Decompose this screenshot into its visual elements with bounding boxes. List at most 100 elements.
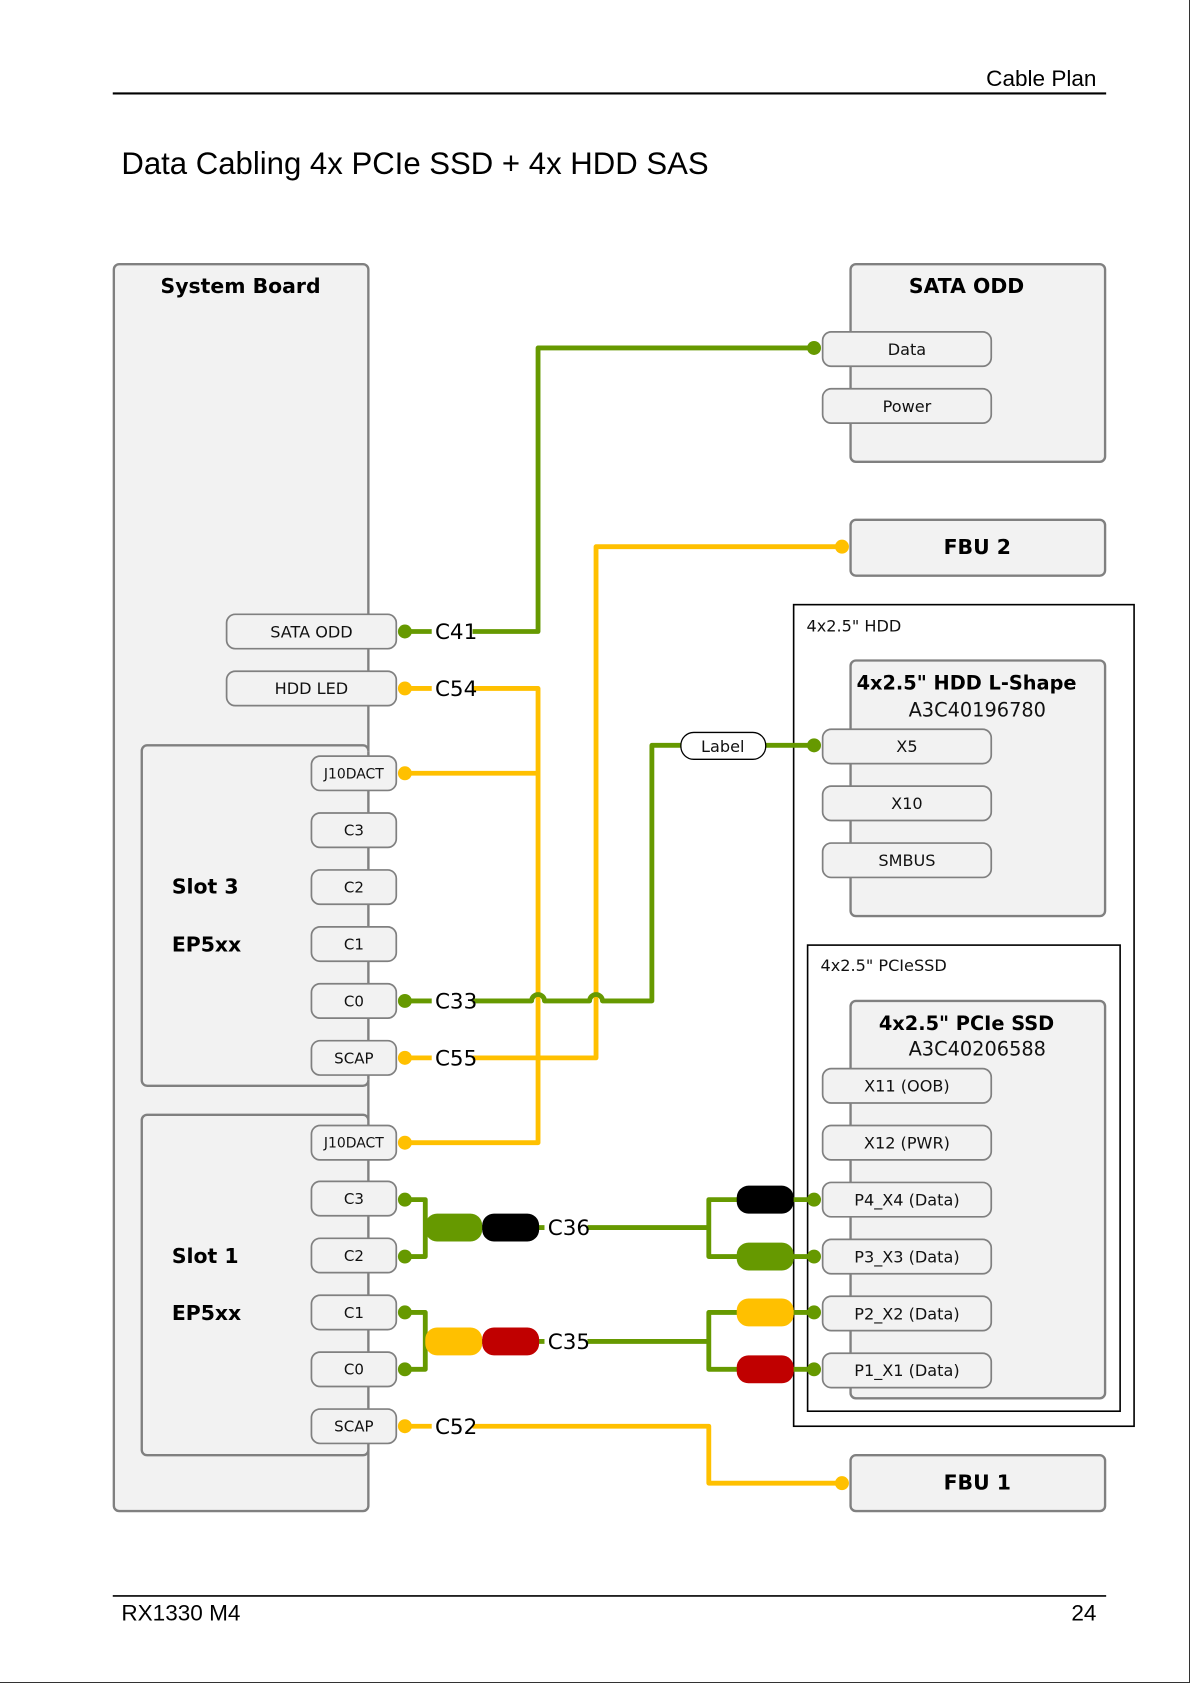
hdd-port-x5-pill xyxy=(821,728,993,765)
slot3-port-c0[interactable]: C0 xyxy=(310,982,398,1019)
slot1-port-scap[interactable]: SCAP xyxy=(310,1408,398,1445)
slot1-port-scap-pill xyxy=(310,1408,398,1445)
slot3-name: Slot 3 xyxy=(172,875,239,899)
ssd-port-5-label: P1_X1 (Data) xyxy=(854,1361,959,1381)
ssd-port-4-pill xyxy=(821,1295,993,1332)
cable-label-c41: C41 xyxy=(435,620,477,645)
slot1-port-c0-pill xyxy=(310,1351,398,1388)
wire-tag-label: Label xyxy=(680,731,767,760)
ssd-port-1[interactable]: X12 (PWR) xyxy=(821,1124,993,1161)
slot1-port-c0[interactable]: C0 xyxy=(310,1351,398,1388)
slot3-port-c3-pill xyxy=(310,812,398,849)
sata-odd-port-power-pill xyxy=(821,387,993,425)
ssd-port-1-pill xyxy=(821,1124,993,1161)
ssd-port-3-pill xyxy=(821,1238,993,1275)
cable-c41 xyxy=(404,345,815,634)
slot1-port-j10dact[interactable]: J10DACT xyxy=(310,1124,398,1161)
port-hdd-led-label: HDD LED xyxy=(275,679,349,698)
hdd-port-x10-pill xyxy=(821,785,993,822)
sata-odd-port-data-label: Data xyxy=(888,340,926,359)
c36-dot-p4 xyxy=(807,1192,822,1207)
c36-dot-p3 xyxy=(807,1249,822,1264)
ssd-port-3[interactable]: P3_X3 (Data) xyxy=(821,1238,993,1275)
c35-dot-p2 xyxy=(807,1305,822,1320)
hdd-port-x10[interactable]: X10 xyxy=(821,785,993,822)
slot3-port-c3[interactable]: C3 xyxy=(310,812,398,849)
header-section: Cable Plan xyxy=(986,66,1096,91)
hdd-frame-label: 4x2.5" HDD xyxy=(807,616,902,635)
c35-dot-p1 xyxy=(807,1362,822,1377)
slot3-port-j10dact-pill xyxy=(310,755,398,792)
slot1-port-c3[interactable]: C3 xyxy=(310,1180,398,1217)
ssd-port-1-label: X12 (PWR) xyxy=(864,1134,950,1153)
slot1-port-c1-pill xyxy=(310,1294,398,1331)
ssd-port-0[interactable]: X11 (OOB) xyxy=(821,1067,993,1104)
hdd-part-number: A3C40196780 xyxy=(909,698,1046,721)
port-sata-odd[interactable]: SATA ODD xyxy=(225,613,398,650)
c35-dot-c1 xyxy=(397,1305,412,1320)
cable-label-c36: C36 xyxy=(548,1216,590,1241)
c55-end-dot xyxy=(834,539,849,554)
slot1-port-c3-pill xyxy=(310,1180,398,1217)
hdd-port-smbus-pill xyxy=(821,842,993,879)
sata-odd-title: SATA ODD xyxy=(909,274,1024,298)
c35-sleeve-p2-yellow xyxy=(736,1298,794,1327)
sata-odd-port-data[interactable]: Data xyxy=(821,331,993,368)
slot1-port-scap-label: SCAP xyxy=(334,1418,373,1436)
hdd-port-smbus[interactable]: SMBUS xyxy=(821,842,993,879)
slot3-box xyxy=(140,744,370,1087)
c36-sleeve-p3-green xyxy=(736,1242,794,1271)
c41-start-dot xyxy=(397,624,412,639)
port-hdd-led[interactable]: HDD LED xyxy=(225,670,398,707)
page-title: Data Cabling 4x PCIe SSD + 4x HDD SAS xyxy=(121,146,708,181)
cable-c33 xyxy=(404,742,682,1004)
ssd-title: 4x2.5" PCIe SSD xyxy=(879,1012,1054,1035)
fbu2-title: FBU 2 xyxy=(944,535,1011,559)
slot3-port-c2-pill xyxy=(310,869,398,906)
slot3-port-scap-pill xyxy=(310,1039,398,1076)
slot1-port-c0-label: C0 xyxy=(344,1361,364,1379)
slot3-port-scap-label: SCAP xyxy=(334,1049,373,1067)
sata-odd-port-power[interactable]: Power xyxy=(821,387,993,425)
slot1-port-c2-label: C2 xyxy=(344,1247,364,1265)
c35-dot-c0 xyxy=(397,1362,412,1377)
cable-c54 xyxy=(404,686,541,1146)
cable-label-c54: C54 xyxy=(435,677,477,702)
ssd-port-2[interactable]: P4_X4 (Data) xyxy=(821,1181,993,1218)
c36-sleeve-green xyxy=(425,1213,483,1242)
svg-text:Label: Label xyxy=(701,737,744,756)
c33-end-dot xyxy=(807,738,822,753)
cable-label-c35: C35 xyxy=(548,1330,590,1355)
c54-dot-hddled xyxy=(397,681,412,696)
ssd-port-4[interactable]: P2_X2 (Data) xyxy=(821,1295,993,1332)
sata-odd-port-data-pill xyxy=(821,331,993,368)
ssd-port-0-label: X11 (OOB) xyxy=(864,1077,950,1096)
slot3-port-c1[interactable]: C1 xyxy=(310,925,398,963)
c52-start-dot xyxy=(397,1419,412,1434)
ssd-port-5[interactable]: P1_X1 (Data) xyxy=(821,1352,993,1389)
c55-start-dot xyxy=(397,1050,412,1065)
slot1-port-c1-label: C1 xyxy=(344,1304,364,1322)
slot1-box xyxy=(140,1113,370,1457)
cable-c55 xyxy=(404,544,842,1061)
slot1-port-c1[interactable]: C1 xyxy=(310,1294,398,1331)
hdd-title: 4x2.5" HDD L-Shape xyxy=(857,671,1077,694)
ssd-frame-label: 4x2.5" PCIeSSD xyxy=(820,956,946,975)
port-sata-odd-pill xyxy=(225,613,398,650)
slot3-port-scap[interactable]: SCAP xyxy=(310,1039,398,1076)
slot3-port-j10dact[interactable]: J10DACT xyxy=(310,755,398,792)
port-sata-odd-label: SATA ODD xyxy=(270,622,352,641)
ssd-port-0-pill xyxy=(821,1067,993,1104)
ssd-port-2-pill xyxy=(821,1181,993,1218)
system-board-title: System Board xyxy=(161,274,321,298)
slot1-port-c2[interactable]: C2 xyxy=(310,1237,398,1274)
c36-sleeve-black xyxy=(482,1213,540,1242)
hdd-port-x5[interactable]: X5 xyxy=(821,728,993,765)
ssd-part-number: A3C40206588 xyxy=(909,1038,1046,1061)
fbu2[interactable]: FBU 2 xyxy=(849,518,1107,577)
fbu1[interactable]: FBU 1 xyxy=(849,1454,1107,1513)
slot3-port-c2[interactable]: C2 xyxy=(310,869,398,906)
footer-model: RX1330 M4 xyxy=(121,1601,240,1626)
